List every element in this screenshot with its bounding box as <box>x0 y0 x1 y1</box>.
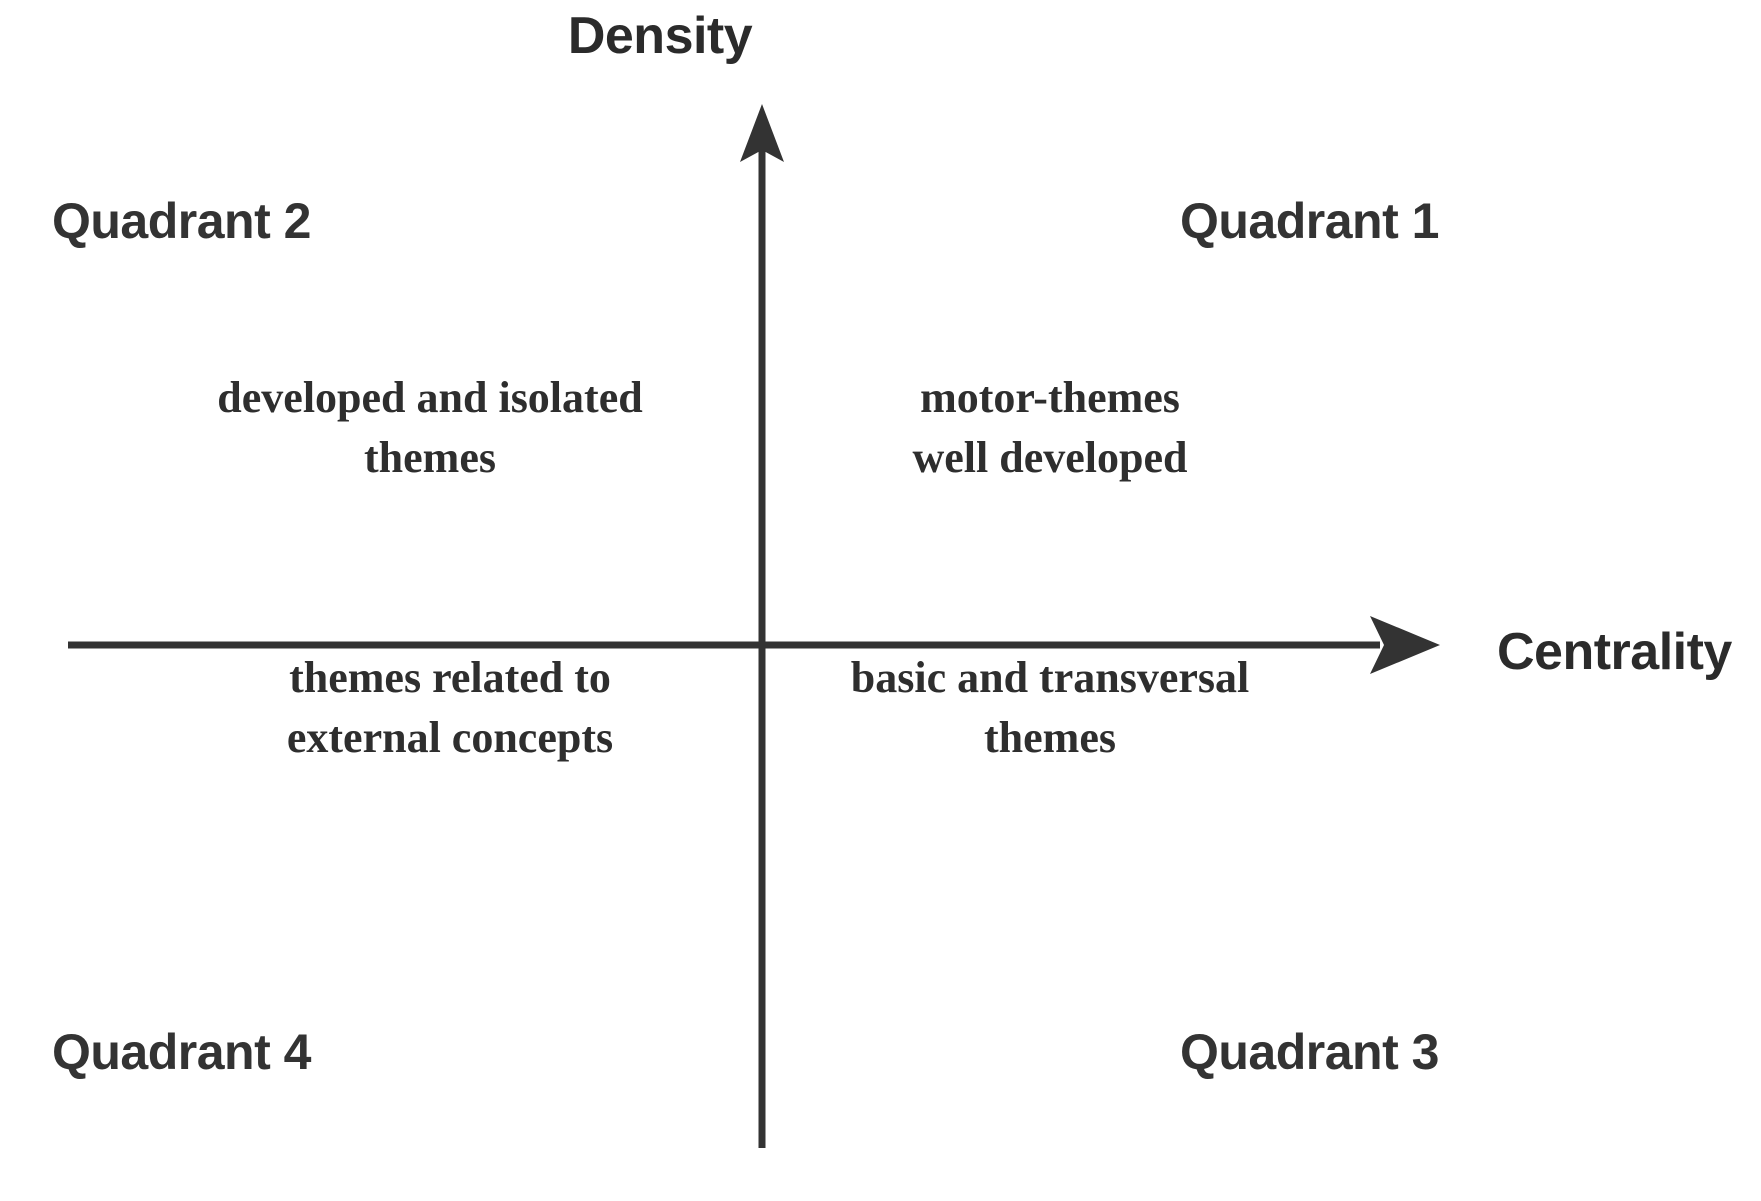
quadrant-1-label: Quadrant 1 <box>1180 193 1439 249</box>
density-axis-arrowhead <box>740 104 784 162</box>
centrality-axis-title: Centrality <box>1497 623 1732 681</box>
quadrant-3-description: basic and transversal themes <box>850 653 1250 762</box>
density-axis-title: Density <box>567 7 753 65</box>
centrality-axis-arrowhead <box>1370 616 1440 674</box>
quadrant-2-label: Quadrant 2 <box>52 193 311 249</box>
quadrant-4-description: themes related to external concepts <box>286 653 614 762</box>
quadrant-2-description: developed and isolated themes <box>217 373 643 482</box>
quadrant-1-description: motor-themes well developed <box>912 373 1188 482</box>
quadrant-4-label: Quadrant 4 <box>52 1024 311 1080</box>
quadrant-3-label: Quadrant 3 <box>1180 1024 1439 1080</box>
